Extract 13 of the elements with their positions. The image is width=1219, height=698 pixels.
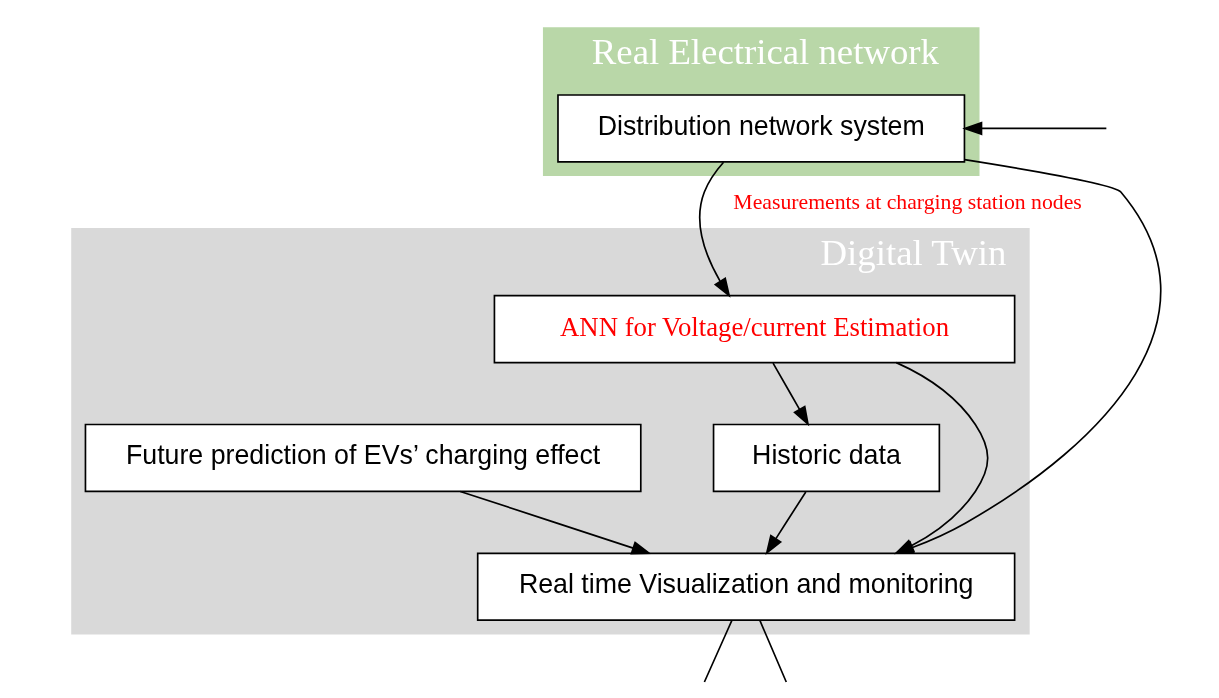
arrow xyxy=(698,161,731,298)
node-box: Real time Visualization and monitoring xyxy=(476,552,1015,622)
arrow xyxy=(764,491,807,555)
connector xyxy=(703,619,733,683)
arrow xyxy=(458,490,652,555)
node-box: Future prediction of EVs’ charging effect xyxy=(84,423,642,493)
node-box: Historic data xyxy=(712,423,940,493)
arrow xyxy=(771,362,809,427)
arrow xyxy=(961,121,1107,136)
connector xyxy=(758,619,787,683)
node-box: ANN for Voltage/current Estimation xyxy=(493,294,1015,364)
node-box: Distribution network system xyxy=(556,94,965,163)
edge-label: Measurements at charging station nodes xyxy=(732,190,1082,215)
